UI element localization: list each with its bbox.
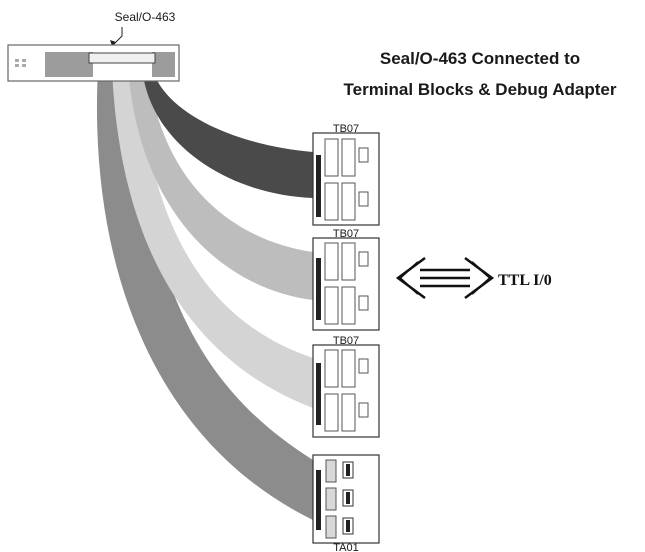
card-connector-left xyxy=(45,52,93,77)
terminal-block-2-terminal-c xyxy=(324,286,339,325)
terminal-block-2-label: TB07 xyxy=(333,228,359,240)
card-connector-right xyxy=(152,52,175,77)
terminal-block-3-connector xyxy=(316,363,321,425)
terminal-block-1-terminal-a xyxy=(324,138,339,177)
terminal-block-1: TB07 xyxy=(312,123,380,226)
debug-adapter: TA01 xyxy=(312,454,380,552)
terminal-block-3-label: TB07 xyxy=(333,335,359,347)
seal-o-463-card xyxy=(7,44,180,82)
card-led-4 xyxy=(22,64,26,67)
terminal-block-1-chip-a xyxy=(358,147,369,163)
debug-adapter-jack-b-core xyxy=(346,492,350,504)
terminal-block-2-connector xyxy=(316,258,321,320)
terminal-block-3-chip-a xyxy=(358,358,369,374)
card-led-2 xyxy=(15,64,19,67)
debug-adapter-label: TA01 xyxy=(333,542,358,552)
cable-tb07-2 xyxy=(128,68,313,300)
cable-tb07-1 xyxy=(142,68,313,198)
diagram-title-line-2: Terminal Blocks & Debug Adapter xyxy=(344,80,617,99)
terminal-block-2-terminal-b xyxy=(341,242,356,281)
terminal-block-1-terminal-b xyxy=(341,138,356,177)
card-cable-header xyxy=(88,52,156,64)
terminal-block-1-terminal-c xyxy=(324,182,339,221)
debug-adapter-jack-a-core xyxy=(346,464,350,476)
debug-adapter-header-b xyxy=(325,487,337,511)
debug-adapter-jack-c-core xyxy=(346,520,350,532)
card-led-3 xyxy=(22,59,26,62)
terminal-block-2-chip-a xyxy=(358,251,369,267)
ttl-io-label: TTL I/0 xyxy=(498,272,552,289)
terminal-block-2-terminal-a xyxy=(324,242,339,281)
terminal-block-3-terminal-c xyxy=(324,393,339,432)
ribbon-cables xyxy=(94,56,313,520)
terminal-block-1-terminal-d xyxy=(341,182,356,221)
terminal-block-3-terminal-a xyxy=(324,349,339,388)
terminal-block-3: TB07 xyxy=(312,335,380,438)
cable-tb07-3 xyxy=(112,68,313,408)
terminal-block-3-terminal-b xyxy=(341,349,356,388)
card-led-1 xyxy=(15,59,19,62)
debug-adapter-header-c xyxy=(325,515,337,539)
debug-adapter-connector xyxy=(316,470,321,530)
terminal-block-2-terminal-d xyxy=(341,286,356,325)
terminal-block-3-terminal-d xyxy=(341,393,356,432)
terminal-block-2-chip-b xyxy=(358,295,369,311)
card-label: Seal/O-463 xyxy=(115,10,176,24)
terminal-block-1-connector xyxy=(316,155,321,217)
terminal-block-1-label: TB07 xyxy=(333,123,359,135)
card-label-pointer xyxy=(111,27,123,47)
terminal-block-3-chip-b xyxy=(358,402,369,418)
terminal-block-2: TB07 xyxy=(312,228,380,331)
debug-adapter-header-a xyxy=(325,459,337,483)
terminal-block-1-chip-b xyxy=(358,191,369,207)
bidirectional-arrow-icon xyxy=(395,256,495,300)
diagram-title-line-1: Seal/O-463 Connected to xyxy=(380,49,580,68)
